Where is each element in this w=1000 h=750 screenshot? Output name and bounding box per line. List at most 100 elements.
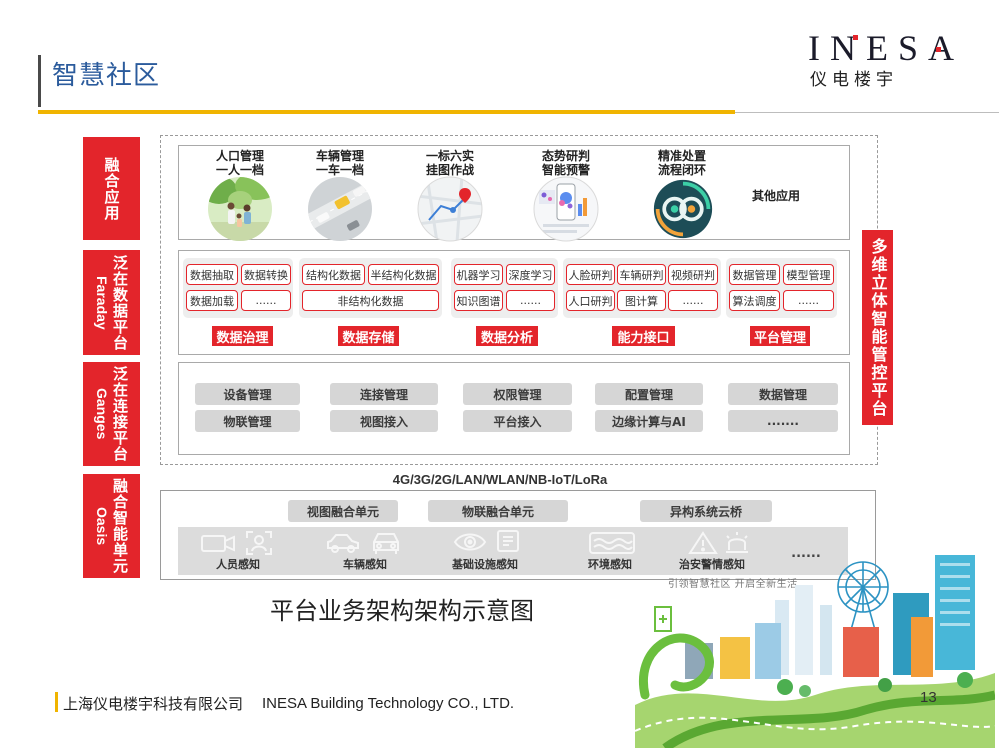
connect-item: 物联管理 [195, 410, 300, 432]
data-item: 数据转换 [241, 264, 291, 285]
app-label-closed-loop: 精准处置 流程闭环 [642, 149, 722, 177]
car-side-icon [325, 530, 361, 556]
data-group-title: 数据治理 [212, 326, 273, 346]
app-subtitle: 一车一档 [315, 163, 364, 177]
connect-item: 视图接入 [330, 410, 438, 432]
logo-wordmark: INESA [808, 28, 964, 68]
fusion-unit: 物联融合单元 [428, 500, 568, 522]
data-item: 算法调度 [729, 290, 780, 311]
data-item: 图计算 [617, 290, 666, 311]
data-item: 非结构化数据 [302, 290, 439, 311]
layer-label-connect-platform-text: 泛在连接平台 [111, 366, 129, 462]
face-scan-icon [245, 530, 273, 556]
perception-label: 车辆感知 [343, 558, 387, 571]
connect-item: 数据管理 [728, 383, 838, 405]
app-subtitle: 一人一档 [215, 163, 264, 177]
side-label-text: 多维立体智能管控平台 [868, 237, 888, 418]
layer-label-data-platform: Faraday 泛在数据平台 [83, 250, 140, 355]
logo-subtitle: 仪电楼宇 [810, 70, 898, 90]
data-item: 数据管理 [729, 264, 780, 285]
side-label-control-platform: 多维立体智能管控平台 [862, 230, 893, 425]
app-subtitle: 流程闭环 [657, 163, 706, 177]
perception-label: 人员感知 [216, 558, 260, 571]
data-item: 数据加载 [186, 290, 238, 311]
app-title: 人口管理 [215, 149, 264, 163]
header-rule-accent [38, 110, 735, 114]
perception-more: ...... [791, 545, 821, 561]
smart-units-panel [160, 490, 876, 580]
connect-item: 权限管理 [463, 383, 572, 405]
data-item: 知识图谱 [454, 290, 503, 311]
app-label-dashboard: 态势研判 智能预警 [526, 149, 606, 177]
fusion-unit: 视图融合单元 [288, 500, 398, 522]
data-item: ...... [506, 290, 555, 311]
residents-photo [207, 176, 273, 242]
closed-loop-icon [652, 178, 714, 240]
eye-sensor-icon [453, 530, 487, 554]
connect-item: 平台接入 [463, 410, 572, 432]
perception-label: 基础设施感知 [452, 558, 518, 571]
footer-accent-bar [55, 692, 58, 712]
footer-company-cn: 上海仪电楼宇科技有限公司 [63, 695, 244, 713]
data-group-title: 数据存储 [338, 326, 399, 346]
fusion-unit: 异构系统云桥 [640, 500, 772, 522]
page-number: 13 [920, 689, 937, 706]
logo-accent [936, 47, 941, 52]
connect-item: 边缘计算与AI [595, 410, 703, 432]
layer-label-smart-units-name: Oasis [94, 506, 110, 546]
siren-icon [722, 530, 752, 556]
layer-label-data-platform-text: 泛在数据平台 [111, 254, 129, 351]
app-label-map: 一标六实 挂图作战 [410, 149, 490, 177]
perception-label: 环境感知 [588, 558, 632, 571]
data-item: 人口研判 [566, 290, 615, 311]
perception-label: 治安警情感知 [679, 558, 745, 571]
water-quality-icon [586, 531, 638, 555]
data-group-title: 数据分析 [476, 326, 538, 346]
footer-company-en: INESA Building Technology CO., LTD. [262, 695, 515, 712]
layer-label-smart-units: Oasis 融合智能单元 [83, 474, 140, 578]
map-photo [417, 176, 483, 242]
app-label-vehicles: 车辆管理 一车一档 [300, 149, 380, 177]
data-item: ...... [241, 290, 291, 311]
layer-label-connect-platform: Ganges 泛在连接平台 [83, 362, 140, 466]
data-item: 机器学习 [454, 264, 503, 285]
layer-label-smart-units-text: 融合智能单元 [111, 478, 129, 574]
connect-platform-panel [178, 362, 850, 455]
connect-item: 设备管理 [195, 383, 300, 405]
data-item: ...... [668, 290, 718, 311]
data-group-title: 平台管理 [750, 326, 810, 346]
data-group-title: 能力接口 [612, 326, 675, 346]
layer-label-apps-text: 融合应用 [102, 156, 121, 221]
data-item: 视频研判 [668, 264, 718, 285]
data-item: 半结构化数据 [368, 264, 439, 285]
device-icon [495, 529, 521, 555]
app-label-other: 其他应用 [736, 189, 816, 203]
connect-item: ....... [728, 410, 838, 432]
app-label-residents: 人口管理 一人一档 [200, 149, 280, 177]
city-illustration [635, 545, 995, 748]
car-front-icon [368, 530, 404, 556]
app-title: 态势研判 [541, 149, 590, 163]
warning-icon [688, 530, 718, 556]
app-title: 车辆管理 [315, 149, 364, 163]
app-title: 精准处置 [657, 149, 706, 163]
app-title: 一标六实 [425, 149, 474, 163]
layer-label-apps: 融合应用 [83, 137, 140, 240]
connect-item: 配置管理 [595, 383, 703, 405]
data-item: 深度学习 [506, 264, 555, 285]
apps-panel [178, 145, 850, 240]
page-title: 智慧社区 [52, 61, 161, 91]
logo-accent [853, 35, 858, 40]
vehicles-photo [307, 176, 373, 242]
app-subtitle: 智能预警 [541, 163, 590, 177]
network-protocols: 4G/3G/2G/LAN/WLAN/NB-IoT/LoRa [392, 471, 608, 487]
data-item: 人脸研判 [566, 264, 615, 285]
layer-label-data-platform-name: Faraday [94, 275, 110, 330]
data-item: 数据抽取 [186, 264, 238, 285]
app-subtitle: 挂图作战 [425, 163, 474, 177]
data-item: 结构化数据 [302, 264, 365, 285]
data-item: 车辆研判 [617, 264, 666, 285]
dashboard-photo [533, 176, 599, 242]
data-item: ...... [783, 290, 834, 311]
data-item: 模型管理 [783, 264, 834, 285]
